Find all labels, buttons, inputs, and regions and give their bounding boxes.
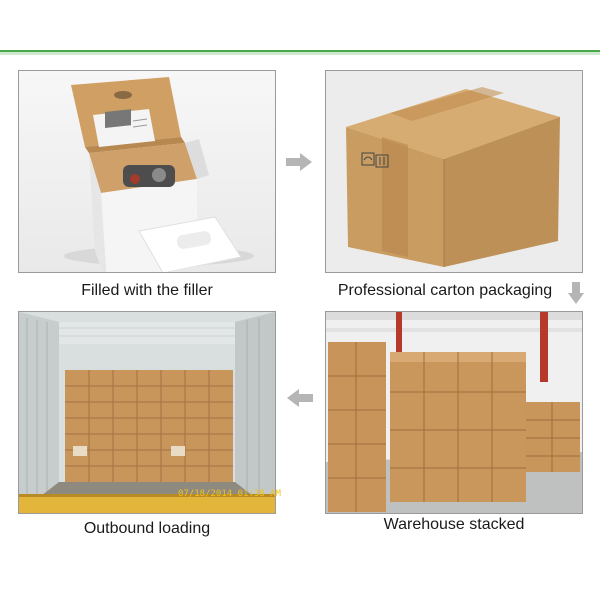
caption-warehouse: Warehouse stacked <box>383 516 525 533</box>
arrow-right-icon <box>286 153 312 171</box>
top-accent-line-shadow <box>0 52 600 55</box>
photo-container-loading <box>18 311 276 514</box>
caption-filled: Filled with the filler <box>81 282 213 299</box>
umbrella-icon <box>361 152 375 166</box>
photo-timestamp: 07/18/2014 01:38 AM <box>178 489 281 499</box>
photo-warehouse-stacked <box>325 311 583 514</box>
arrow-down-icon <box>568 282 584 304</box>
top-accent-line <box>0 50 600 52</box>
caption-outbound: Outbound loading <box>83 520 211 537</box>
this-way-up-icon <box>375 154 389 168</box>
photo-carton-box <box>325 70 583 273</box>
caption-carton: Professional carton packaging <box>337 282 553 299</box>
photo-filled-box <box>18 70 276 273</box>
arrow-left-icon <box>287 389 313 407</box>
